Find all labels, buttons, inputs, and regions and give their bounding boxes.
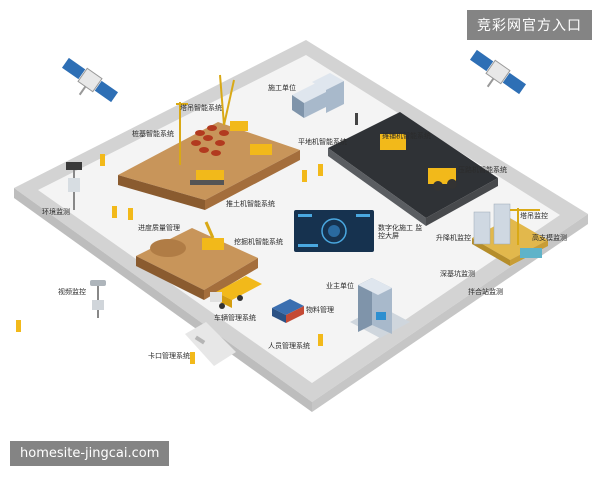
- truck: [210, 276, 262, 309]
- label-excavator-system: 挖掘机智能系统: [234, 238, 283, 246]
- label-pile-system: 桩基智能系统: [132, 130, 174, 138]
- construction-unit-buildings: [292, 73, 344, 118]
- label-digital-screen: 数字化施工 监控大屏: [378, 224, 423, 241]
- label-tower-monitor: 塔吊监控: [520, 212, 548, 220]
- label-quality-management: 进度质量管理: [138, 224, 180, 232]
- owner-unit-building: [350, 278, 410, 338]
- highrise-construction-area: [472, 203, 548, 266]
- environment-monitor-pole: [66, 162, 82, 210]
- excavation-pit: [136, 221, 258, 300]
- workers: [16, 154, 323, 364]
- pile-foundation-platform: [118, 74, 300, 210]
- satellite-icon-right: [469, 49, 527, 95]
- road-paving-area: [328, 112, 498, 226]
- label-vehicle-management: 车辆管理系统: [214, 314, 256, 322]
- gate-area: [185, 322, 236, 366]
- label-personnel-management: 人员管理系统: [268, 342, 310, 350]
- label-mixing-monitor: 拌合站监测: [468, 288, 503, 296]
- label-material-management: 物料管理: [306, 306, 334, 314]
- label-owner-unit: 业主单位: [326, 282, 354, 290]
- label-paver-system: 摊铺机智能系统: [382, 132, 431, 140]
- video-camera-pole: [90, 280, 106, 318]
- label-lift-monitor: 升降机监控: [436, 234, 471, 242]
- label-environment-monitor: 环境监测: [42, 208, 70, 216]
- label-bulldozer-system: 推土机智能系统: [226, 200, 275, 208]
- brand-watermark: 竞彩网官方入口: [467, 10, 592, 40]
- material-containers: [272, 299, 304, 323]
- label-pit-monitor: 深基坑监测: [440, 270, 475, 278]
- label-construction-unit: 施工单位: [268, 84, 296, 92]
- monitor-screen: [294, 210, 374, 252]
- satellite-icon-left: [61, 57, 119, 103]
- site-url-watermark: homesite-jingcai.com: [10, 441, 170, 466]
- label-roller-system: 压路机智能系统: [458, 166, 507, 174]
- label-video-monitor: 视频监控: [58, 288, 86, 296]
- label-gate-management: 卡口管理系统: [148, 352, 190, 360]
- label-grader-system: 平地机智能系统: [298, 138, 347, 146]
- label-tower-crane-system: 塔吊智能系统: [180, 104, 222, 112]
- label-support-monitor: 高支模监测: [532, 234, 567, 242]
